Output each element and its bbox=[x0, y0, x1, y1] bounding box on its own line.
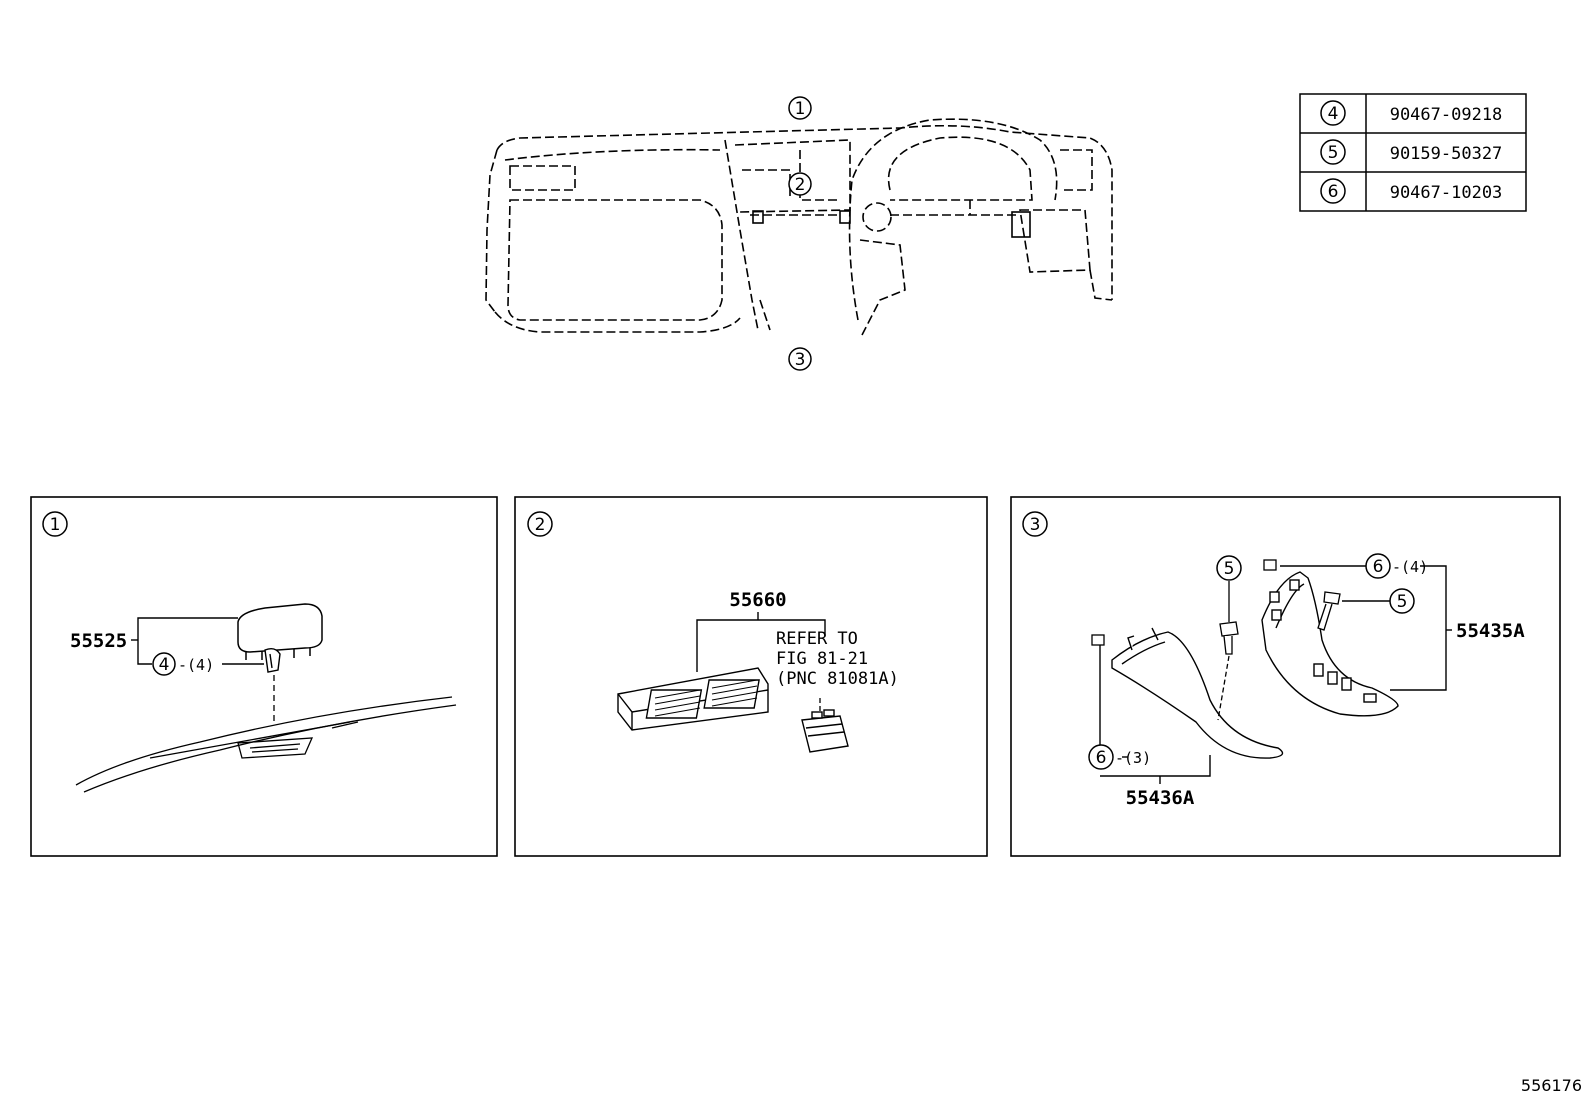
parts-table: 4 90467-09218 5 90159-50327 6 90467-1020… bbox=[1299, 93, 1527, 212]
svg-text:2: 2 bbox=[795, 175, 806, 195]
clip-ref: 4 bbox=[159, 655, 170, 675]
clip-qty: -(4) bbox=[178, 656, 214, 674]
svg-text:-(3): -(3) bbox=[1115, 749, 1151, 767]
table-row: 5 90159-50327 bbox=[1320, 139, 1503, 165]
refer-line-2: FIG 81-21 bbox=[776, 649, 868, 669]
dashboard-overview bbox=[485, 118, 1113, 336]
table-row: 4 90467-09218 bbox=[1320, 100, 1503, 126]
part-label-55435a: 55435A bbox=[1456, 620, 1525, 642]
screw-callout-right: 5 bbox=[1389, 588, 1415, 614]
clip-callout-bottom: 6 -(3) bbox=[1088, 744, 1151, 770]
part-label-55660: 55660 bbox=[729, 589, 786, 611]
svg-text:4: 4 bbox=[1328, 104, 1339, 124]
part-label-55436a: 55436A bbox=[1126, 787, 1195, 809]
overview-callout-2: 2 bbox=[788, 172, 812, 196]
part-number: 90467-09218 bbox=[1390, 105, 1503, 125]
table-row: 6 90467-10203 bbox=[1320, 178, 1503, 204]
svg-text:3: 3 bbox=[795, 350, 806, 370]
detail-panel-1: 1 5 bbox=[30, 496, 498, 857]
panel-index: 1 bbox=[50, 515, 61, 535]
diagram-id: 556176 bbox=[1521, 1076, 1582, 1095]
part-label-55525: 55525 bbox=[70, 630, 127, 652]
svg-text:5: 5 bbox=[1224, 559, 1235, 579]
screw-callout-top: 5 bbox=[1216, 555, 1242, 581]
svg-text:6: 6 bbox=[1328, 182, 1339, 202]
part-number: 90467-10203 bbox=[1390, 183, 1503, 203]
clip-callout-top: 6 -(4) bbox=[1365, 553, 1428, 579]
svg-text:-(4): -(4) bbox=[1392, 558, 1428, 576]
refer-line-1: REFER TO bbox=[776, 629, 858, 649]
refer-line-3: (PNC 81081A) bbox=[776, 669, 899, 689]
detail-panel-3: 3 bbox=[1010, 496, 1561, 857]
svg-text:6: 6 bbox=[1096, 748, 1107, 768]
overview-callout-3: 3 bbox=[788, 347, 812, 371]
detail-panel-2: 2 55660 REFER TO FIG 81-21 bbox=[514, 496, 988, 857]
svg-text:5: 5 bbox=[1397, 592, 1408, 612]
overview-callout-1: 1 bbox=[788, 96, 812, 120]
panel-index: 2 bbox=[535, 515, 546, 535]
svg-text:1: 1 bbox=[795, 99, 806, 119]
panel-index: 3 bbox=[1030, 515, 1041, 535]
part-number: 90159-50327 bbox=[1390, 144, 1503, 164]
svg-text:5: 5 bbox=[1328, 143, 1339, 163]
svg-text:6: 6 bbox=[1373, 557, 1384, 577]
